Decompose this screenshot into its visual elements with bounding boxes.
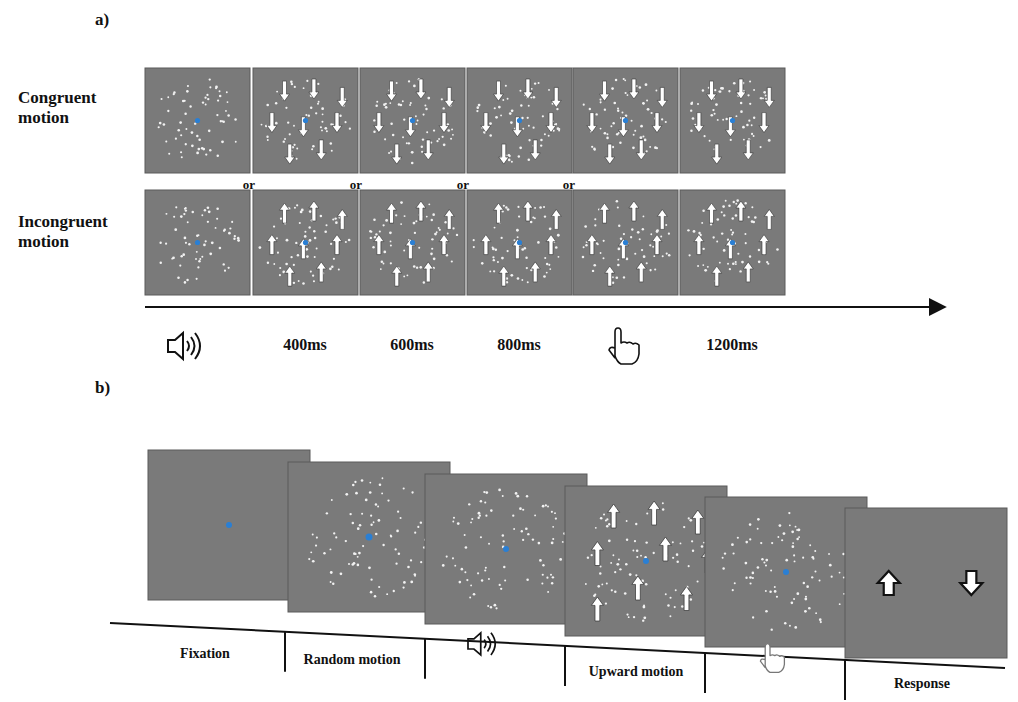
stimulus-panel [467, 190, 572, 295]
stimulus-panel [148, 450, 310, 600]
stimulus-panel [253, 190, 358, 295]
panel-letter: a) [95, 10, 109, 30]
phase-label: Response [894, 676, 950, 692]
timeline-arrow [145, 306, 945, 308]
stimulus-panel [573, 68, 678, 173]
stimulus-panel [680, 190, 785, 295]
hand-press-icon [760, 644, 784, 673]
stimulus-panel [145, 190, 250, 295]
condition-label: Incongruent motion [18, 212, 136, 251]
phase-label: Upward motion [589, 664, 684, 680]
stimulus-panel [565, 486, 727, 636]
stimulus-panel [467, 68, 572, 173]
hand-press-icon [609, 328, 639, 364]
stimulus-panel [680, 68, 785, 173]
alternative-word: or [457, 178, 469, 193]
panel-letter: b) [95, 378, 110, 398]
sequence-ticks [285, 632, 845, 700]
time-label: 1200ms [706, 336, 758, 354]
alternative-word: or [563, 178, 575, 193]
stimulus-panel [705, 497, 867, 647]
stimulus-panel [845, 508, 1007, 658]
time-label: 600ms [390, 336, 434, 354]
phase-label: Fixation [180, 646, 230, 662]
speaker-icon [468, 633, 495, 655]
alternative-word: or [243, 178, 255, 193]
alternative-word: or [350, 178, 362, 193]
sequence-baseline [110, 623, 1005, 668]
stimulus-panel [360, 68, 465, 173]
stimulus-panel [253, 68, 358, 173]
time-label: 800ms [497, 336, 541, 354]
stimulus-panels-a [145, 68, 785, 295]
stimulus-panels-b [148, 450, 1007, 658]
time-label: 400ms [283, 336, 327, 354]
condition-label: Congruent motion [18, 88, 136, 127]
stimulus-panel [425, 474, 587, 624]
phase-label: Random motion [304, 652, 401, 668]
speaker-icon [168, 333, 200, 359]
stimulus-panel [360, 190, 465, 295]
stimulus-panel [145, 68, 250, 173]
stimulus-panel [573, 190, 678, 295]
